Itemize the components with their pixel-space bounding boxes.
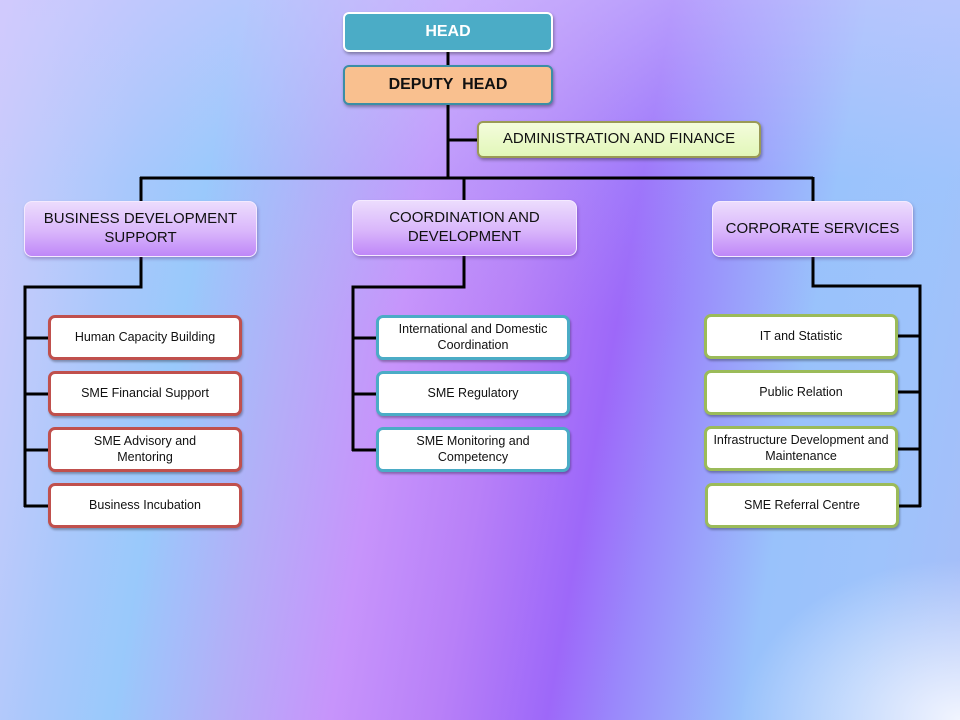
dept-corporate-services[interactable]: CORPORATE SERVICES	[712, 201, 913, 257]
connector-cd-spine	[351, 256, 466, 451]
dept-label: BUSINESS DEVELOPMENT SUPPORT	[43, 210, 238, 246]
unit-infrastructure-development-maintenance[interactable]: Infrastructure Development and Maintenan…	[704, 426, 898, 471]
unit-human-capacity-building[interactable]: Human Capacity Building	[48, 315, 242, 360]
unit-label: SME Regulatory	[427, 385, 519, 400]
dept-coordination-development[interactable]: COORDINATION AND DEVELOPMENT	[352, 200, 577, 256]
dept-label: CORPORATE SERVICES	[725, 219, 900, 237]
unit-label: SME Monitoring and Competency	[416, 433, 530, 464]
dept-business-development-support[interactable]: BUSINESS DEVELOPMENT SUPPORT	[24, 201, 257, 257]
unit-sme-regulatory[interactable]: SME Regulatory	[376, 371, 570, 416]
unit-sme-financial-support[interactable]: SME Financial Support	[48, 371, 242, 416]
unit-label: Human Capacity Building	[74, 329, 216, 344]
unit-business-incubation[interactable]: Business Incubation	[48, 483, 242, 528]
unit-label: Business Incubation	[89, 497, 201, 512]
deputy-head-label: DEPUTY HEAD	[388, 76, 508, 93]
unit-international-domestic-coordination[interactable]: International and Domestic Coordination	[376, 315, 570, 360]
unit-label: Public Relation	[759, 384, 843, 399]
unit-label: International and Domestic Coordination	[398, 321, 548, 352]
administration-finance-label: ADMINISTRATION AND FINANCE	[502, 130, 736, 148]
unit-label: Infrastructure Development and Maintenan…	[713, 432, 889, 463]
connector-bds-spine	[23, 257, 143, 507]
unit-sme-advisory-mentoring[interactable]: SME Advisory and Mentoring	[48, 427, 242, 472]
unit-label: SME Financial Support	[81, 385, 209, 400]
administration-finance-box[interactable]: ADMINISTRATION AND FINANCE	[477, 121, 761, 158]
deputy-head-box[interactable]: DEPUTY HEAD	[343, 65, 553, 105]
unit-public-relation[interactable]: Public Relation	[704, 370, 898, 415]
connector-cs-spine	[811, 257, 922, 507]
head-label: HEAD	[425, 23, 471, 40]
dept-label: COORDINATION AND DEVELOPMENT	[389, 209, 540, 245]
unit-sme-referral-centre[interactable]: SME Referral Centre	[705, 483, 899, 528]
unit-it-statistic[interactable]: IT and Statistic	[704, 314, 898, 359]
unit-label: IT and Statistic	[759, 328, 843, 343]
unit-sme-monitoring-competency[interactable]: SME Monitoring and Competency	[376, 427, 570, 472]
head-box[interactable]: HEAD	[343, 12, 553, 52]
unit-label: SME Advisory and Mentoring	[93, 433, 197, 464]
unit-label: SME Referral Centre	[743, 497, 860, 512]
